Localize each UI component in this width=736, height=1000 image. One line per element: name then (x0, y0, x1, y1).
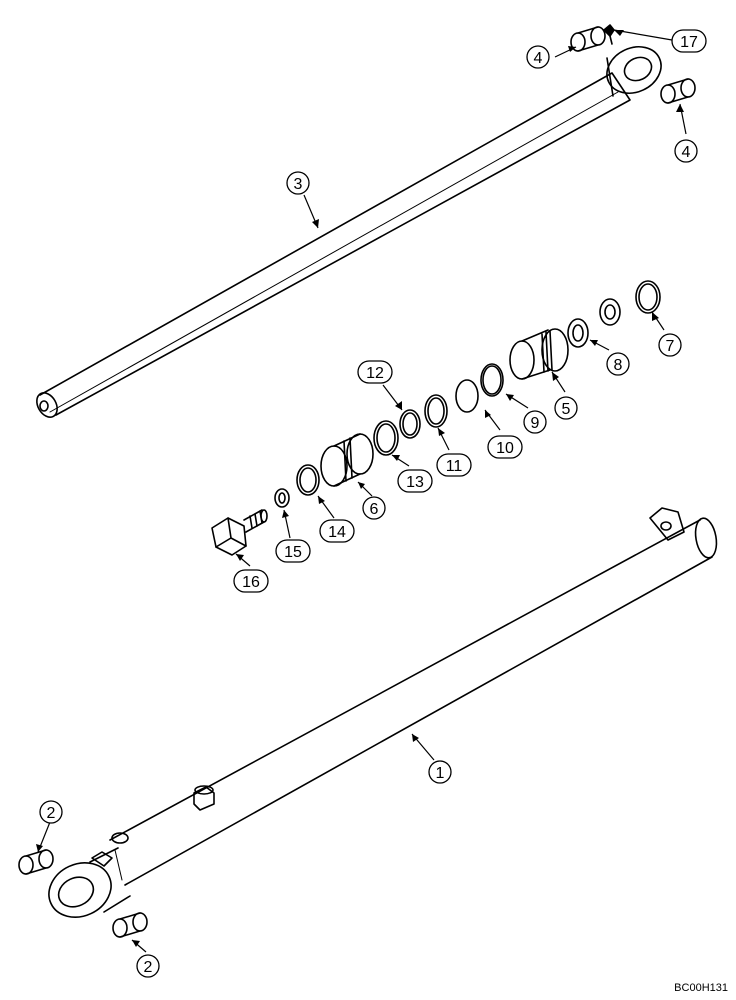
svg-text:10: 10 (496, 440, 514, 457)
svg-text:9: 9 (531, 415, 540, 432)
seal-ring-part (296, 464, 320, 496)
callout-6: 6 (362, 496, 386, 520)
callout-5: 5 (554, 396, 578, 420)
svg-text:13: 13 (406, 474, 424, 491)
rod-bushing-part (570, 26, 606, 52)
svg-text:1: 1 (436, 765, 445, 782)
seal-ring-part (424, 394, 448, 428)
rod-bushing-part (660, 78, 696, 104)
callout-4: 4 (674, 139, 698, 163)
callout-2: 2 (136, 954, 160, 978)
base-bushing-part (112, 912, 148, 938)
svg-text:2: 2 (47, 805, 56, 822)
wiper-seal-part (599, 298, 621, 326)
callout-17: 17 (671, 29, 707, 53)
svg-text:17: 17 (680, 34, 698, 51)
callout-2: 2 (39, 800, 63, 824)
svg-text:15: 15 (284, 544, 302, 561)
svg-text:4: 4 (534, 50, 543, 67)
seal-ring-part (399, 409, 421, 439)
piston-part (320, 433, 374, 487)
leader-lines (37, 29, 687, 953)
svg-text:11: 11 (446, 458, 463, 475)
svg-text:6: 6 (370, 501, 379, 518)
o-ring-part (480, 363, 504, 397)
svg-text:14: 14 (328, 524, 346, 541)
bolt-part (211, 509, 268, 556)
base-bushing-part (18, 849, 54, 875)
cylinder-head-part (509, 328, 569, 380)
wear-ring-part (373, 420, 399, 456)
callout-15: 15 (275, 539, 311, 563)
svg-text:5: 5 (562, 401, 571, 418)
callout-10: 10 (487, 435, 523, 459)
svg-text:3: 3 (294, 176, 303, 193)
callout-3: 3 (286, 171, 310, 195)
callout-11: 11 (436, 453, 472, 477)
callout-4: 4 (526, 45, 550, 69)
svg-text:8: 8 (614, 357, 623, 374)
callout-7: 7 (658, 333, 682, 357)
callout-8: 8 (606, 352, 630, 376)
svg-text:12: 12 (366, 365, 384, 382)
cylinder-barrel-part (48, 507, 718, 918)
retaining-ring-part (635, 280, 661, 314)
leader-arrowheads (36, 30, 684, 947)
callout-13: 13 (397, 469, 433, 493)
callout-9: 9 (523, 410, 547, 434)
document-code: BC00H131 (674, 982, 728, 994)
washer-part (274, 488, 290, 508)
piston-rod-part (36, 46, 662, 418)
callout-14: 14 (319, 519, 355, 543)
callout-12: 12 (357, 360, 393, 384)
svg-text:16: 16 (242, 574, 260, 591)
seal-ring-part (567, 318, 589, 348)
svg-text:7: 7 (666, 338, 675, 355)
backup-ring-part (455, 379, 479, 413)
svg-text:2: 2 (144, 959, 153, 976)
callout-16: 16 (233, 569, 269, 593)
svg-text:4: 4 (682, 144, 691, 161)
callout-1: 1 (428, 760, 452, 784)
